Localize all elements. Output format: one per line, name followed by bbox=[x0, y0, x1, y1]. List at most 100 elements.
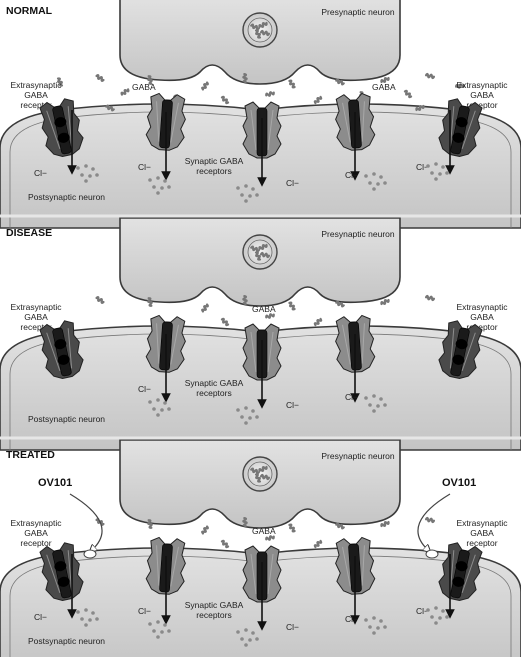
drug-molecule bbox=[83, 549, 97, 559]
presynaptic-label: Presynaptic neuron bbox=[321, 7, 395, 17]
chloride-label: Cl− bbox=[286, 178, 299, 188]
chloride-ions bbox=[148, 398, 171, 417]
gaba-molecule bbox=[254, 251, 262, 261]
chloride-label: Cl− bbox=[138, 162, 151, 172]
panel-title: TREATED bbox=[6, 449, 55, 461]
chloride-ions bbox=[236, 184, 259, 203]
gaba-molecule bbox=[403, 89, 413, 99]
synaptic-vesicle bbox=[242, 234, 278, 270]
chloride-label: Cl− bbox=[345, 170, 358, 180]
gaba-molecule bbox=[265, 535, 275, 541]
gaba-molecule bbox=[258, 243, 268, 251]
chloride-label: Cl− bbox=[416, 162, 429, 172]
gaba-molecule bbox=[288, 301, 296, 311]
chloride-ions bbox=[364, 172, 387, 191]
gaba-label: GABA bbox=[372, 82, 396, 92]
gaba-molecule bbox=[105, 104, 115, 112]
drug-molecule bbox=[425, 549, 439, 559]
drug-label-right: OV101 bbox=[442, 477, 476, 489]
gaba-molecule bbox=[313, 317, 323, 327]
gaba-molecule bbox=[454, 83, 466, 89]
gaba-molecule bbox=[335, 300, 345, 308]
gaba-molecule bbox=[259, 473, 271, 481]
postsynaptic-label: Postsynaptic neuron bbox=[28, 636, 105, 646]
presynaptic-label: Presynaptic neuron bbox=[321, 229, 395, 239]
chloride-ions bbox=[76, 608, 99, 627]
gaba-molecule bbox=[265, 313, 275, 319]
gaba-molecule bbox=[380, 76, 390, 84]
synaptic-vesicle bbox=[242, 12, 278, 48]
gaba-molecule bbox=[250, 23, 260, 31]
gaba-molecule bbox=[335, 522, 345, 530]
chloride-label: Cl− bbox=[345, 614, 358, 624]
drug-label-left: OV101 bbox=[38, 477, 72, 489]
chloride-label: Cl− bbox=[286, 622, 299, 632]
gaba-molecule bbox=[313, 95, 323, 105]
gaba-molecule bbox=[258, 465, 268, 473]
gaba-molecule bbox=[254, 473, 262, 483]
postsynaptic-label: Postsynaptic neuron bbox=[28, 414, 105, 424]
gaba-molecule bbox=[259, 29, 271, 37]
chloride-ions bbox=[76, 164, 99, 183]
gaba-molecule bbox=[259, 251, 271, 259]
chloride-ions bbox=[364, 394, 387, 413]
synaptic-vesicle bbox=[242, 456, 278, 492]
gaba-molecule bbox=[95, 74, 105, 82]
gaba-molecule bbox=[335, 78, 345, 86]
gaba-molecule bbox=[95, 296, 105, 304]
gaba-molecule bbox=[220, 317, 230, 327]
gaba-molecule bbox=[265, 91, 275, 97]
gaba-molecule bbox=[424, 294, 436, 302]
chloride-ions bbox=[236, 406, 259, 425]
gaba-molecule bbox=[242, 516, 248, 528]
chloride-label: Cl− bbox=[138, 384, 151, 394]
chloride-label: Cl− bbox=[34, 612, 47, 622]
chloride-ions bbox=[236, 628, 259, 647]
chloride-label: Cl− bbox=[416, 606, 429, 616]
chloride-ions bbox=[148, 176, 171, 195]
gaba-molecule bbox=[220, 95, 230, 105]
chloride-label: Cl− bbox=[34, 168, 47, 178]
extrasynaptic-receptor-left bbox=[39, 320, 84, 379]
gaba-molecule bbox=[424, 72, 436, 80]
gaba-molecule bbox=[380, 520, 390, 528]
chloride-label: Cl− bbox=[286, 400, 299, 410]
gaba-molecule bbox=[220, 539, 230, 549]
gaba-molecule bbox=[250, 467, 260, 475]
gaba-molecule bbox=[201, 525, 209, 535]
chloride-ions bbox=[364, 616, 387, 635]
gaba-molecule bbox=[147, 519, 153, 529]
gaba-molecule bbox=[250, 245, 260, 253]
chloride-label: Cl− bbox=[138, 606, 151, 616]
chloride-label: Cl− bbox=[345, 392, 358, 402]
extrasynaptic-receptor-right bbox=[438, 320, 483, 379]
gaba-molecule bbox=[120, 88, 130, 96]
gaba-molecule bbox=[288, 523, 296, 533]
gaba-molecule bbox=[242, 294, 248, 306]
gaba-molecule bbox=[147, 297, 153, 307]
panel-title: DISEASE bbox=[6, 227, 52, 239]
gaba-label: GABA bbox=[132, 82, 156, 92]
presynaptic-label: Presynaptic neuron bbox=[321, 451, 395, 461]
postsynaptic-label: Postsynaptic neuron bbox=[28, 192, 105, 202]
gaba-molecule bbox=[56, 77, 64, 87]
gaba-molecule bbox=[254, 29, 262, 39]
gaba-molecule bbox=[288, 79, 296, 89]
gaba-molecule bbox=[242, 72, 248, 84]
gaba-molecule bbox=[415, 104, 425, 112]
drug-binding-arrow bbox=[417, 493, 451, 550]
gaba-molecule bbox=[201, 81, 209, 91]
